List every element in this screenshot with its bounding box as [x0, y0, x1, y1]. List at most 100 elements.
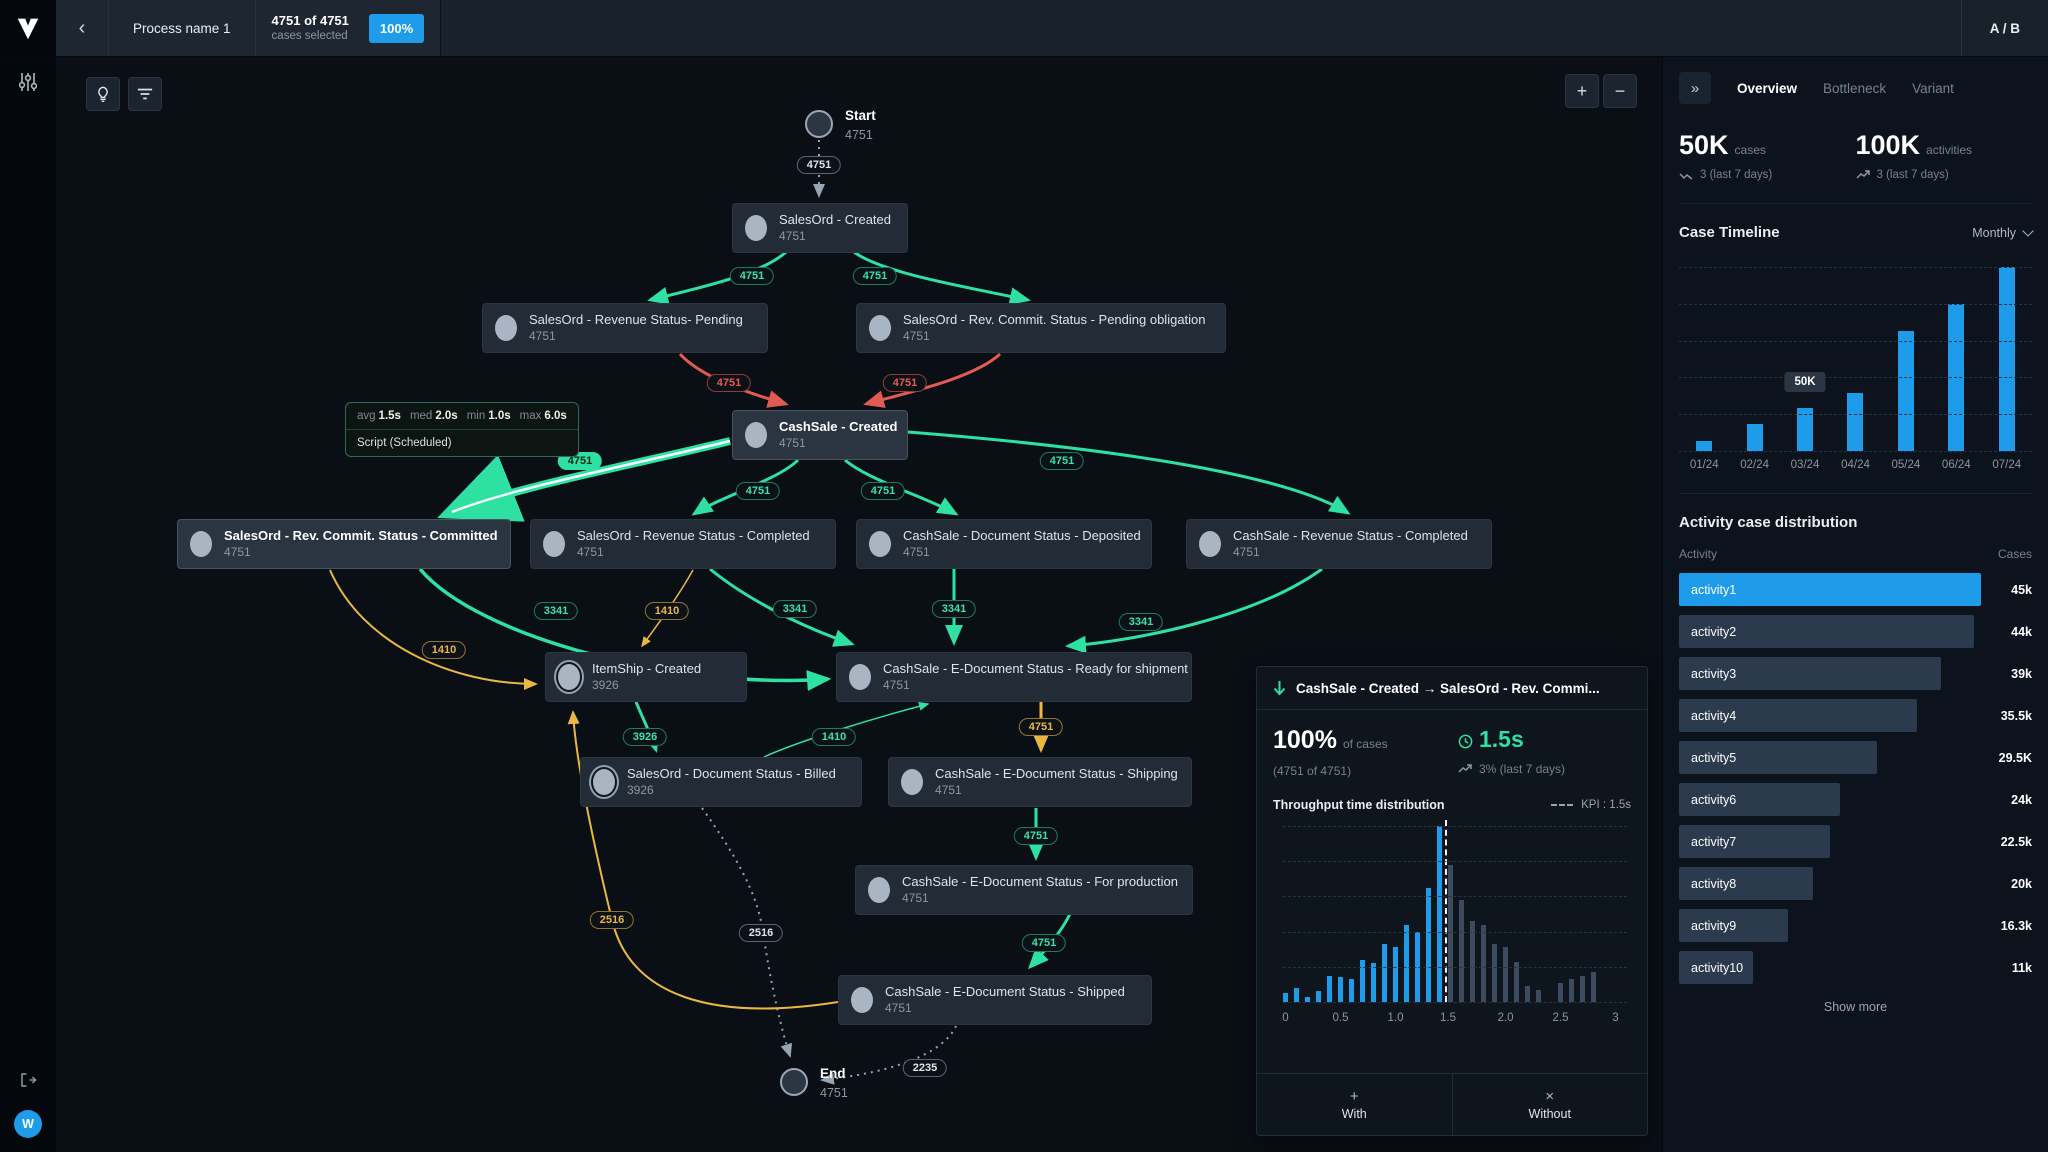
tab-overview[interactable]: Overview — [1737, 80, 1798, 96]
selection-percent-badge[interactable]: 100% — [368, 13, 425, 43]
edge-label[interactable]: 4751 — [860, 482, 906, 500]
zoom-in-button[interactable]: + — [1565, 74, 1599, 108]
edge-label[interactable]: 2516 — [589, 911, 635, 929]
edge-billed-to-end[interactable] — [701, 807, 793, 1058]
node-count: 4751 — [903, 544, 930, 559]
insights-button[interactable] — [86, 77, 120, 111]
edge-label[interactable]: 2516 — [738, 924, 784, 942]
histogram-bar — [1569, 979, 1574, 1002]
activity-cases-value: 11k — [2011, 960, 2032, 975]
user-avatar[interactable]: W — [14, 1110, 42, 1138]
edge-label[interactable]: 3341 — [533, 602, 579, 620]
cases-trend-text: 3 (last 7 days) — [1700, 169, 1773, 181]
edge-label[interactable]: 4751 — [796, 156, 842, 174]
app-logo[interactable] — [0, 0, 56, 56]
node-count: 4751 — [883, 677, 910, 692]
edge-label[interactable]: 4751 — [882, 374, 928, 392]
edge-pending-obligation-to-cashsale[interactable] — [863, 352, 1002, 408]
timeline-bar-04/24[interactable] — [1847, 393, 1864, 451]
edge-label[interactable]: 4751 — [1021, 934, 1067, 952]
histogram-bar — [1492, 943, 1497, 1002]
throughput-histogram — [1283, 820, 1627, 1003]
timeline-bar-02/24[interactable] — [1746, 424, 1763, 451]
edge-label[interactable]: 3926 — [622, 728, 668, 746]
zoom-out-button[interactable]: − — [1603, 74, 1637, 108]
timeline-bar-01/24[interactable] — [1696, 441, 1713, 451]
filter-button[interactable] — [128, 77, 162, 111]
edge-label[interactable]: 1410 — [811, 728, 857, 746]
node-title: SalesOrd - Rev. Commit. Status - Pending… — [903, 311, 1206, 327]
edge-label[interactable]: 4751 — [852, 267, 898, 285]
logout-button[interactable] — [19, 1071, 37, 1094]
node-text: CashSale - E-Document Status - For produ… — [902, 874, 1178, 906]
timeline-range-value: Monthly — [1972, 225, 2016, 240]
back-button[interactable]: ‹ — [56, 0, 109, 56]
edge-committed-to-itemship[interactable] — [329, 569, 538, 690]
histogram-bar — [1536, 989, 1541, 1002]
process-settings-button[interactable] — [18, 72, 38, 97]
edge-cashsale-revenue-completed-to-ready[interactable] — [1065, 567, 1323, 654]
edge-label[interactable]: 1410 — [644, 602, 690, 620]
edge-label[interactable]: 4751 — [706, 374, 752, 392]
process-name[interactable]: Process name 1 — [109, 0, 256, 56]
edge-label[interactable]: 2235 — [902, 1059, 948, 1077]
edge-label[interactable]: 3341 — [931, 600, 977, 618]
edge-created-to-pending-obligation[interactable] — [853, 250, 1031, 306]
edge-created-to-revenue-pending[interactable] — [647, 250, 788, 305]
edge-label[interactable]: 4751 — [729, 267, 775, 285]
node-cashsale-edoc-forproduction[interactable]: CashSale - E-Document Status - For produ… — [855, 865, 1193, 915]
edge-label[interactable]: 4751 — [1039, 452, 1085, 470]
filter-with-button[interactable]: + With — [1257, 1074, 1452, 1135]
node-salesord-revcommit-pending-obligation[interactable]: SalesOrd - Rev. Commit. Status - Pending… — [856, 303, 1226, 353]
tab-variant[interactable]: Variant — [1912, 80, 1954, 96]
collapse-panel-button[interactable]: » — [1679, 72, 1711, 104]
edge-label[interactable]: 3341 — [772, 600, 818, 618]
edge-label[interactable]: 1410 — [421, 641, 467, 659]
node-cashsale-edoc-ready[interactable]: CashSale - E-Document Status - Ready for… — [836, 652, 1192, 702]
filter-without-button[interactable]: × Without — [1451, 1074, 1648, 1135]
edge-label[interactable]: 4751 — [1018, 718, 1064, 736]
node-title: SalesOrd - Created — [779, 211, 891, 227]
edge-label[interactable]: 4751 — [1013, 827, 1059, 845]
histogram-bar — [1459, 899, 1464, 1002]
timeline-bar-05/24[interactable] — [1897, 331, 1914, 451]
activity-icon — [495, 315, 517, 341]
show-more-link[interactable]: Show more — [1823, 1000, 1888, 1014]
tab-bottleneck[interactable]: Bottleneck — [1823, 80, 1887, 96]
ab-compare-toggle[interactable]: A / B — [1960, 0, 2048, 56]
timeline-range-selector[interactable]: Monthly — [1972, 224, 2034, 240]
histogram-tick-label: 1.0 — [1387, 1012, 1404, 1024]
timeline-bar-07/24[interactable] — [1998, 267, 2015, 451]
histogram-bar — [1580, 975, 1585, 1002]
edge-cashsale-to-cashsale-revenue-completed[interactable] — [907, 430, 1351, 515]
node-salesord-revcommit-committed[interactable]: SalesOrd - Rev. Commit. Status - Committ… — [177, 519, 511, 569]
column-cases: Cases — [1997, 547, 2032, 561]
edge-label[interactable]: 4751 — [735, 482, 781, 500]
edge-label[interactable]: 3341 — [1118, 613, 1164, 631]
panel-header: » Overview Bottleneck Variant — [1679, 72, 2032, 104]
timeline-bar-03/24[interactable] — [1797, 408, 1814, 451]
